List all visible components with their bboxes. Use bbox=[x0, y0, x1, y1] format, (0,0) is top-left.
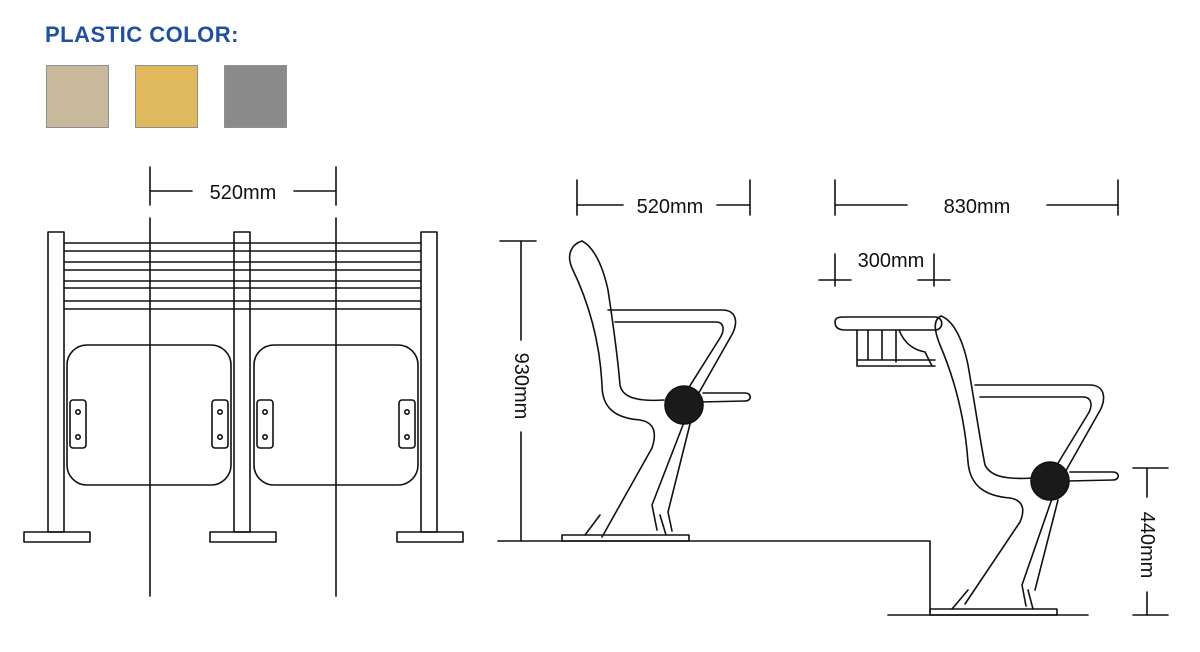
desk-depth-label: 830mm bbox=[944, 196, 1011, 218]
side-view-desk-chair bbox=[818, 179, 1169, 616]
tablet-depth-dimension bbox=[818, 253, 951, 287]
side-depth-dimension bbox=[576, 179, 751, 216]
side-view-chair bbox=[497, 179, 931, 613]
step-height-label: 440mm bbox=[1136, 512, 1158, 579]
tablet-rack bbox=[856, 329, 936, 367]
seat-panel-left bbox=[66, 344, 232, 486]
side-depth-label: 520mm bbox=[637, 196, 704, 218]
seat-panel-right bbox=[253, 344, 419, 486]
front-post-middle bbox=[233, 231, 251, 533]
desk-chair-leg-base bbox=[951, 589, 1034, 610]
desk-depth-dimension bbox=[834, 179, 1119, 216]
front-post-right bbox=[420, 231, 438, 533]
front-width-dimension bbox=[149, 166, 337, 206]
backrest-slats bbox=[63, 242, 422, 310]
desk-chair-base-plate bbox=[929, 608, 1058, 616]
plastic-color-heading: PLASTIC COLOR: bbox=[45, 22, 239, 47]
desk-chair-leg-front bbox=[1034, 499, 1059, 591]
chair-armrest-inner bbox=[614, 321, 724, 393]
writing-tablet bbox=[834, 316, 943, 331]
chair-leg-front bbox=[667, 423, 691, 532]
front-foot-middle bbox=[209, 531, 277, 543]
chair-leg-base bbox=[584, 514, 667, 536]
hinge-brackets bbox=[69, 399, 416, 449]
front-foot-right bbox=[396, 531, 464, 543]
desk-chair-armrest-inner bbox=[979, 396, 1092, 469]
tablet-bracket bbox=[898, 329, 933, 367]
front-foot-left bbox=[23, 531, 91, 543]
front-post-left bbox=[47, 231, 65, 533]
desk-chair-armrest-frame bbox=[974, 384, 1105, 607]
front-view bbox=[23, 166, 464, 597]
chair-pivot-hub bbox=[664, 385, 704, 425]
chair-armrest-frame bbox=[607, 309, 737, 531]
step-height-dimension bbox=[1132, 467, 1169, 616]
floor-step-line bbox=[497, 540, 931, 613]
color-swatch-gray bbox=[224, 65, 287, 128]
tablet-depth-label: 300mm bbox=[858, 250, 925, 272]
side-height-dimension bbox=[499, 240, 537, 542]
color-swatch-beige bbox=[46, 65, 109, 128]
front-width-label: 520mm bbox=[210, 182, 277, 204]
chair-arm-tip bbox=[699, 392, 752, 403]
desk-chair-back-frame bbox=[934, 315, 1033, 605]
side-height-label: 930mm bbox=[510, 353, 532, 420]
chair-back-frame bbox=[568, 240, 665, 538]
desk-chair-pivot-hub bbox=[1030, 461, 1070, 501]
chair-base-plate bbox=[561, 534, 690, 542]
desk-chair-arm-tip bbox=[1067, 471, 1120, 482]
color-swatch-yellow bbox=[135, 65, 198, 128]
